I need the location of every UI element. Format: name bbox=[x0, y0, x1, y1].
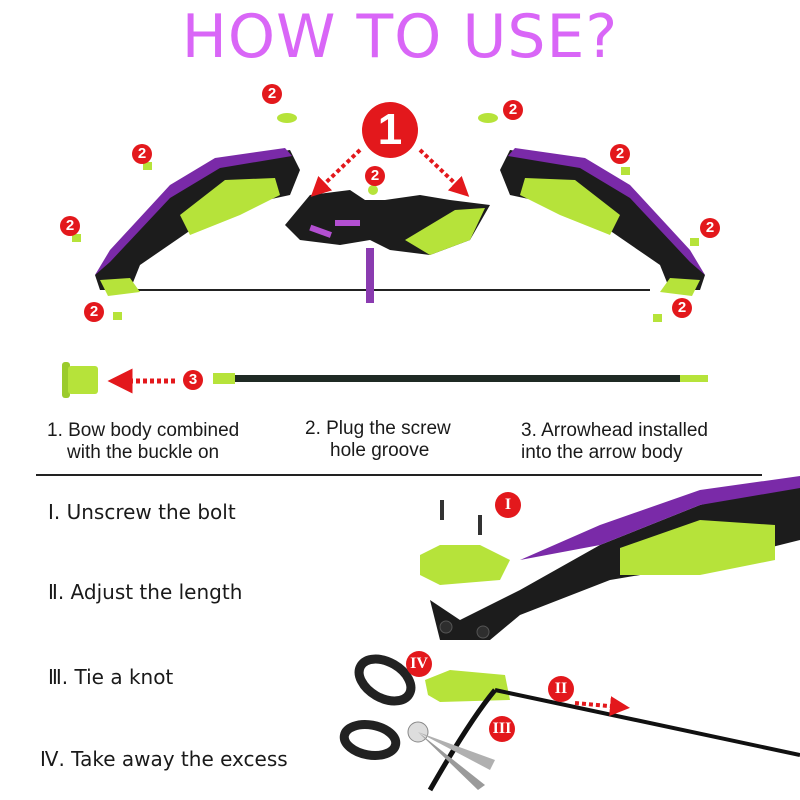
step-3-badge: 3 bbox=[183, 370, 203, 390]
step-2-badge: 2 bbox=[262, 84, 282, 104]
step-2-badge: 2 bbox=[503, 100, 523, 120]
step-2-badge: 2 bbox=[84, 302, 104, 322]
adjust-step-4: Ⅳ. Take away the excess bbox=[40, 747, 288, 771]
roman-badge-1: I bbox=[495, 492, 521, 518]
right-limb bbox=[500, 148, 705, 296]
roman-badge-3: III bbox=[489, 716, 515, 742]
step-2-badge: 2 bbox=[365, 166, 385, 186]
step-1-badge: 1 bbox=[362, 102, 418, 158]
step-2-badge: 2 bbox=[60, 216, 80, 236]
section-divider bbox=[36, 474, 762, 476]
page-title: HOW TO USE? bbox=[181, 2, 619, 72]
riser bbox=[285, 190, 490, 303]
adjust-step-3: Ⅲ. Tie a knot bbox=[48, 665, 174, 689]
adjust-step-2: Ⅱ. Adjust the length bbox=[48, 580, 243, 604]
assembly-step-2: 2. Plug the screw hole groove bbox=[305, 418, 451, 461]
roman-badge-4: IV bbox=[406, 651, 432, 677]
roman-badge-2: II bbox=[548, 676, 574, 702]
step-2-badge: 2 bbox=[672, 298, 692, 318]
adjust-step-1: Ⅰ. Unscrew the bolt bbox=[48, 500, 236, 524]
arrow-shaft bbox=[213, 373, 708, 384]
step-2-badge: 2 bbox=[700, 218, 720, 238]
assembly-step-1: 1. Bow body combined with the buckle on bbox=[47, 420, 240, 463]
adjustment-illustration bbox=[339, 476, 800, 792]
assembly-step-3: 3. Arrowhead installed into the arrow bo… bbox=[521, 420, 708, 463]
arrowhead-tip bbox=[62, 362, 98, 398]
left-limb bbox=[95, 148, 300, 296]
step-2-badge: 2 bbox=[132, 144, 152, 164]
step-2-badge: 2 bbox=[610, 144, 630, 164]
